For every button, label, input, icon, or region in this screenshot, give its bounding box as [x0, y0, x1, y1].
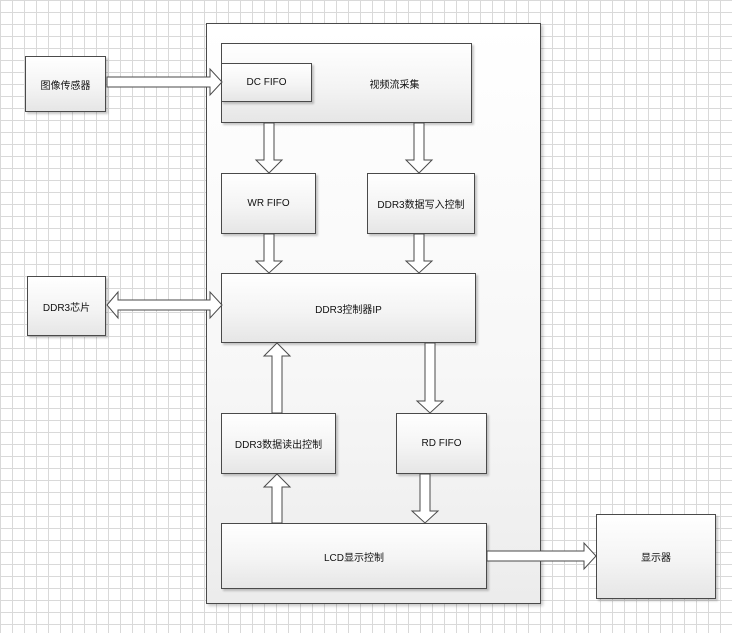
- wr-fifo-label: WR FIFO: [247, 198, 290, 209]
- display-box: 显示器: [596, 514, 716, 599]
- arrow-capture-to-wrfifo: [254, 122, 284, 174]
- arrow-readctrl-to-controller: [262, 342, 292, 414]
- dc-fifo-box: DC FIFO: [221, 63, 312, 102]
- lcd-display-ctrl-label: LCD显示控制: [323, 552, 384, 564]
- ddr3-read-ctrl-label: DDR3数据读出控制: [234, 440, 323, 451]
- display-label: 显示器: [641, 553, 671, 564]
- arrow-lcd-to-readctrl: [262, 473, 292, 524]
- arrow-sensor-to-dcfifo: [106, 67, 223, 97]
- ddr3-chip-label: DDR3芯片: [42, 302, 91, 314]
- ddr3-chip-box: DDR3芯片: [27, 276, 106, 336]
- arrow-controller-to-rdfifo: [415, 342, 445, 414]
- ddr3-controller-ip-box: DDR3控制器IP: [221, 273, 476, 343]
- arrow-writectrl-to-controller: [404, 233, 434, 274]
- video-capture-label: 视频流采集: [369, 79, 420, 91]
- ddr3-write-ctrl-label: DDR3数据写入控制: [377, 200, 465, 211]
- rd-fifo-label: RD FIFO: [421, 438, 462, 449]
- ddr3-write-ctrl-box: DDR3数据写入控制: [367, 173, 475, 234]
- arrow-lcd-to-display: [486, 541, 597, 571]
- rd-fifo-box: RD FIFO: [396, 413, 487, 474]
- arrow-chip-controller-bidirectional: [106, 290, 223, 320]
- image-sensor-label: 图像传感器: [40, 80, 91, 92]
- ddr3-controller-ip-label: DDR3控制器IP: [315, 304, 382, 316]
- dc-fifo-label: DC FIFO: [246, 77, 287, 88]
- wr-fifo-box: WR FIFO: [221, 173, 316, 234]
- image-sensor-box: 图像传感器: [25, 56, 106, 112]
- arrow-capture-to-writectrl: [404, 122, 434, 174]
- arrow-rdfifo-to-lcd: [410, 473, 440, 524]
- lcd-display-ctrl-box: LCD显示控制: [221, 523, 487, 589]
- arrow-wrfifo-to-controller: [254, 233, 284, 274]
